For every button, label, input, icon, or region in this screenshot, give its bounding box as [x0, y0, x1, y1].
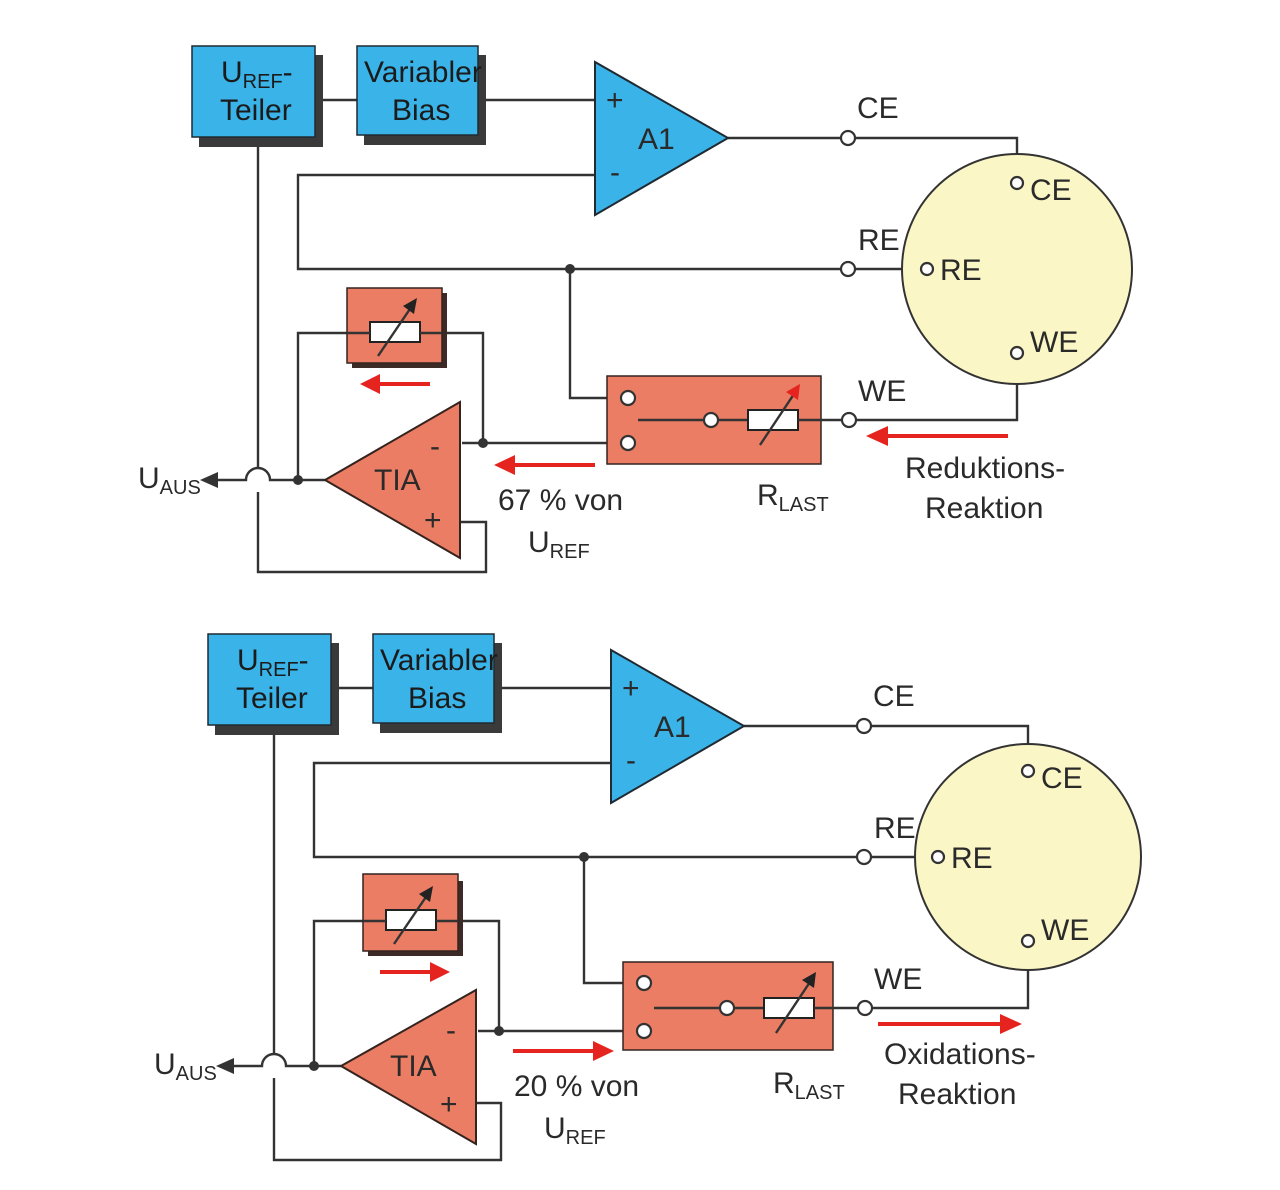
reaction-line2-top: Reaktion: [925, 492, 1043, 525]
rlast-label-main: R: [757, 479, 779, 512]
svg-text:UREF-: UREF-: [221, 56, 293, 93]
current-arrows-top: [360, 374, 1008, 475]
rlast-block-top: RLAST: [606, 375, 842, 516]
diagram-oxidation: UREF- Teiler Variabler Bias + - A1 CE RE…: [154, 633, 1142, 1162]
percent-label-top: 67 % von: [498, 484, 623, 517]
svg-text:UREF-: UREF-: [237, 644, 309, 681]
a1-label: A1: [638, 123, 675, 156]
tia-plus-sign: +: [440, 1088, 458, 1121]
percent-uref-sub-bottom: REF: [566, 1127, 606, 1149]
teiler-label: Teiler: [220, 94, 292, 127]
a1-label: A1: [654, 711, 691, 744]
tia-minus-sign: -: [446, 1014, 456, 1047]
terminal-re-label: RE: [874, 812, 916, 845]
rlast-label-sub: LAST: [795, 1082, 845, 1104]
teiler-label: Teiler: [236, 682, 308, 715]
external-terminals-top: CE RE WE: [565, 92, 906, 429]
uaus-label-main: U: [138, 462, 160, 495]
uaus-label-main: U: [154, 1048, 176, 1081]
uaus-label-sub: AUS: [176, 1063, 217, 1085]
variabler-label: Variabler: [364, 56, 482, 89]
current-arrows-bottom: [380, 962, 1022, 1061]
electrochemical-cell-bottom: CE RE WE: [914, 743, 1142, 971]
tia-opamp-bottom: - + TIA: [309, 988, 504, 1146]
uref-teiler-block-top: UREF- Teiler: [191, 45, 323, 147]
output-arrowhead-bottom: [216, 1058, 234, 1074]
cell-ce-label: CE: [1030, 174, 1072, 207]
tia-opamp-top: - + TIA: [293, 400, 488, 560]
cell-re-label: RE: [951, 842, 993, 875]
variabler-bias-block-top: Variabler Bias: [356, 45, 486, 145]
percent-uref-main-top: U: [528, 526, 550, 559]
feedback-resistor-bottom: [362, 873, 463, 956]
uref-label-sub: REF: [259, 659, 299, 681]
rlast-block-bottom: RLAST: [622, 961, 858, 1104]
output-arrowhead-top: [200, 472, 218, 488]
bias-label: Bias: [408, 682, 466, 715]
percent-uref-main-bottom: U: [544, 1112, 566, 1145]
feedback-resistor-top: [346, 287, 447, 368]
a1-opamp-top: + - A1: [594, 60, 731, 217]
tia-plus-sign: +: [424, 504, 442, 537]
a1-opamp-bottom: + - A1: [610, 648, 747, 805]
uref-label-dash: -: [283, 56, 293, 89]
reaction-line1-top: Reduktions-: [905, 452, 1065, 485]
cell-we-label: WE: [1030, 326, 1078, 359]
bias-label: Bias: [392, 94, 450, 127]
tia-minus-sign: -: [430, 430, 440, 463]
uref-label-main: U: [237, 644, 259, 677]
uref-label-sub: REF: [243, 71, 283, 93]
uref-label-dash: -: [299, 644, 309, 677]
svg-text:UAUS: UAUS: [138, 462, 201, 499]
svg-text:UAUS: UAUS: [154, 1048, 217, 1085]
reaction-line2-bottom: Reaktion: [898, 1078, 1016, 1111]
tia-label: TIA: [374, 464, 421, 497]
external-terminals-bottom: CE RE WE: [579, 680, 922, 1017]
reaction-line1-bottom: Oxidations-: [884, 1038, 1036, 1071]
percent-label-bottom: 20 % von: [514, 1070, 639, 1103]
a1-minus-sign: -: [626, 744, 636, 777]
variabler-label: Variabler: [380, 644, 498, 677]
uref-teiler-block-bottom: UREF- Teiler: [207, 633, 339, 735]
terminal-we-label: WE: [858, 375, 906, 408]
svg-text:UREF: UREF: [528, 526, 590, 563]
a1-plus-sign: +: [606, 84, 624, 117]
terminal-re-label: RE: [858, 224, 900, 257]
cell-ce-label: CE: [1041, 762, 1083, 795]
diagram-reduction: UREF- Teiler Variabler Bias + - A1 CE RE…: [138, 45, 1133, 574]
percent-uref-sub-top: REF: [550, 541, 590, 563]
terminal-we-label: WE: [874, 963, 922, 996]
rlast-label-sub: LAST: [779, 494, 829, 516]
wires-top: [200, 98, 1019, 574]
electrochemical-cell-top: CE RE WE: [901, 153, 1133, 385]
svg-text:UREF: UREF: [544, 1112, 606, 1149]
svg-text:RLAST: RLAST: [757, 479, 829, 516]
uref-label-main: U: [221, 56, 243, 89]
rlast-label-main: R: [773, 1067, 795, 1100]
terminal-ce-label: CE: [873, 680, 915, 713]
tia-label: TIA: [390, 1050, 437, 1083]
variabler-bias-block-bottom: Variabler Bias: [372, 633, 502, 733]
svg-text:RLAST: RLAST: [773, 1067, 845, 1104]
a1-plus-sign: +: [622, 672, 640, 705]
uaus-label-sub: AUS: [160, 477, 201, 499]
cell-re-label: RE: [940, 254, 982, 287]
cell-we-label: WE: [1041, 914, 1089, 947]
terminal-ce-label: CE: [857, 92, 899, 125]
a1-minus-sign: -: [610, 156, 620, 189]
